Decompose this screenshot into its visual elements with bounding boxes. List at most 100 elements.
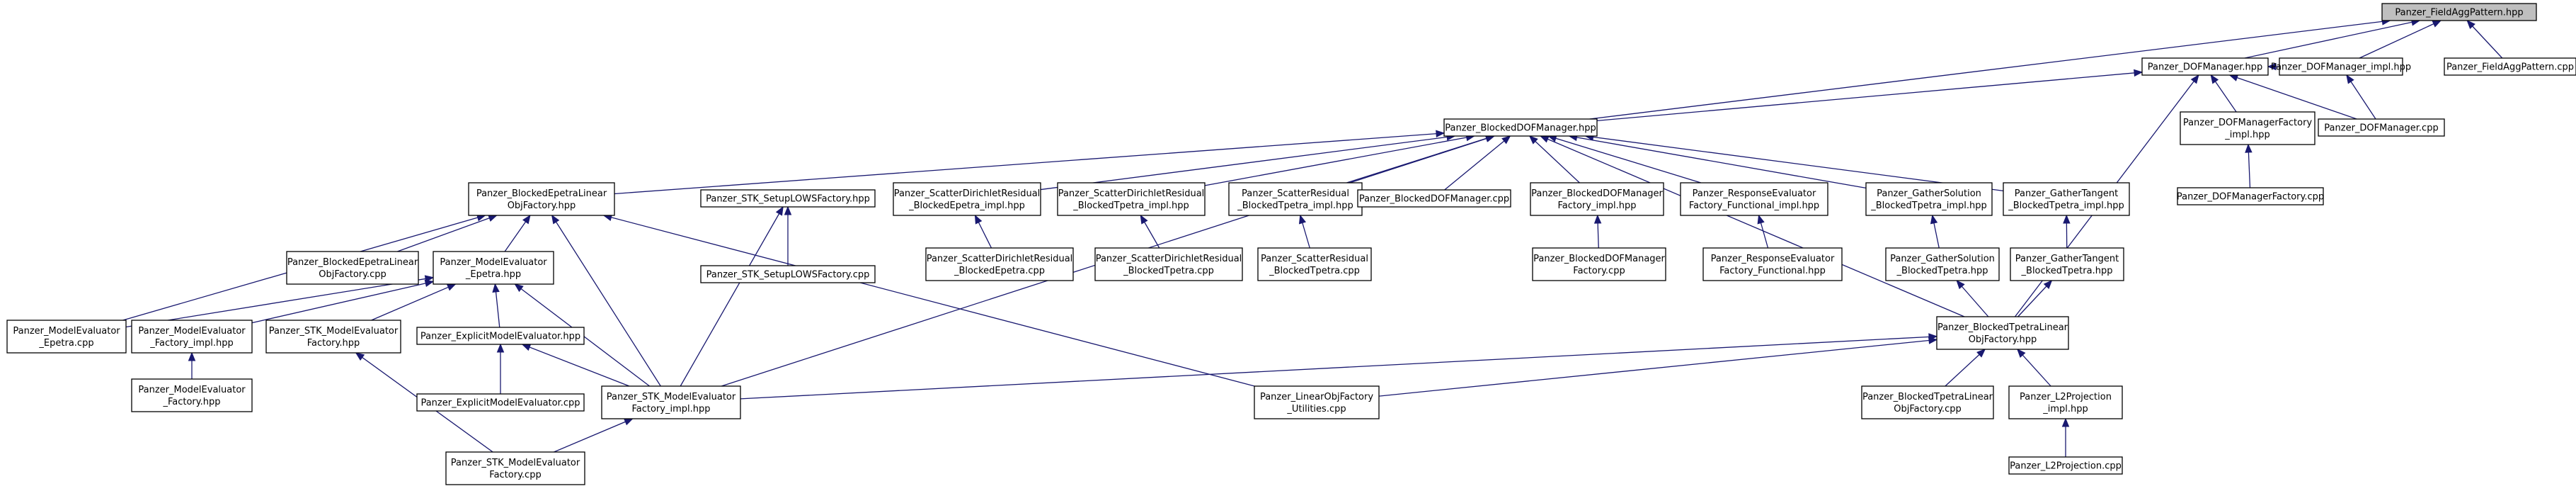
- arrowhead-icon: [2190, 74, 2199, 84]
- node-me-factory-impl[interactable]: Panzer_ModelEvaluator_Factory_impl.hpp: [131, 320, 253, 354]
- node-label: Panzer_ScatterDirichletResidual: [927, 254, 1073, 264]
- node-l2p-impl[interactable]: Panzer_L2Projection_impl.hpp: [2008, 385, 2123, 419]
- node-label: Panzer_ScatterResidual: [1261, 254, 1368, 264]
- node-box: [2008, 385, 2123, 419]
- node-gt-bt-hpp[interactable]: Panzer_GatherTangent_BlockedTpetra.hpp: [2010, 247, 2124, 281]
- dependency-edge-lof_util_cpp-to-bel_hpp: [603, 215, 1255, 387]
- node-label: Panzer_STK_ModelEvaluator: [269, 326, 399, 337]
- node-me-epetra-hpp[interactable]: Panzer_ModelEvaluator_Epetra.hpp: [433, 251, 554, 285]
- arrowhead-icon: [2267, 62, 2277, 71]
- dependency-edge-dofm_cpp-to-dofm_hpp: [2229, 74, 2357, 120]
- node-eme-hpp[interactable]: Panzer_ExplicitModelEvaluator.hpp: [416, 327, 585, 345]
- node-dofmf-impl[interactable]: Panzer_DOFManagerFactory_impl.hpp: [2180, 111, 2315, 145]
- node-box: [2279, 57, 2403, 76]
- node-label: Panzer_DOFManager.cpp: [2324, 123, 2438, 134]
- dependency-edge-bel_hpp-to-bdofm_hpp: [614, 132, 1445, 195]
- node-sdr-be-cpp[interactable]: Panzer_ScatterDirichletResidual_BlockedE…: [925, 247, 1074, 281]
- node-box: [1702, 247, 1843, 281]
- node-l2p-cpp[interactable]: Panzer_L2Projection.cpp: [2008, 456, 2123, 475]
- node-box: [265, 320, 401, 354]
- node-bdofm-cpp[interactable]: Panzer_BlockedDOFManager.cpp: [1357, 189, 1511, 208]
- arrowhead-icon: [521, 344, 532, 351]
- node-label: Panzer_GatherSolution: [1877, 188, 1981, 199]
- node-dofm-cpp[interactable]: Panzer_DOFManager.cpp: [2318, 118, 2445, 137]
- node-label: Panzer_ModelEvaluator: [13, 326, 120, 337]
- arrowhead-icon: [551, 214, 560, 225]
- node-root[interactable]: Panzer_FieldAggPattern.hpp: [2381, 3, 2537, 21]
- node-box: [601, 385, 741, 419]
- node-label: Factory.cpp: [489, 470, 541, 480]
- node-eme-cpp[interactable]: Panzer_ExplicitModelEvaluator.cpp: [416, 393, 585, 412]
- node-sr-bt-impl[interactable]: Panzer_ScatterResidual_BlockedTpetra_imp…: [1228, 182, 1363, 216]
- node-stk-mef-impl[interactable]: Panzer_STK_ModelEvaluatorFactory_impl.hp…: [601, 385, 741, 419]
- node-box: [1094, 247, 1243, 281]
- node-label: _BlockedTpetra_impl.hpp: [1870, 201, 1987, 211]
- node-label: _BlockedTpetra.hpp: [1896, 266, 1988, 276]
- node-stk-lows-cpp[interactable]: Panzer_STK_SetupLOWSFactory.cpp: [700, 265, 876, 283]
- node-dofmf-cpp[interactable]: Panzer_DOFManagerFactory.cpp: [2177, 187, 2324, 205]
- arrowhead-icon: [974, 214, 983, 225]
- node-label: Panzer_GatherTangent: [2015, 254, 2119, 264]
- node-ref-impl[interactable]: Panzer_ResponseEvaluatorFactory_Function…: [1680, 182, 1828, 216]
- dependency-edge-dofm_hpp-to-root: [2244, 20, 2420, 59]
- node-gt-bt-impl[interactable]: Panzer_GatherTangent_BlockedTpetra_impl.…: [2003, 182, 2130, 216]
- node-me-factory-hpp[interactable]: Panzer_ModelEvaluator_Factory.hpp: [131, 378, 253, 412]
- arrowhead-icon: [2210, 74, 2219, 84]
- dependency-edge-stk_mef_impl-to-bel_hpp: [551, 215, 661, 387]
- node-label: _Utilities.cpp: [1286, 404, 1346, 414]
- node-gs-bt-hpp[interactable]: Panzer_GatherSolution_BlockedTpetra.hpp: [1885, 247, 2000, 281]
- node-dofm-impl[interactable]: Panzer_DOFManager_impl.hpp: [2271, 57, 2411, 76]
- arrowhead-icon: [2043, 280, 2053, 289]
- node-box: [2180, 111, 2315, 145]
- node-sr-bt-cpp[interactable]: Panzer_ScatterResidual_BlockedTpetra.cpp: [1257, 247, 1372, 281]
- arrowhead-icon: [1930, 214, 1938, 225]
- node-ref-hpp[interactable]: Panzer_ResponseEvaluatorFactory_Function…: [1702, 247, 1843, 281]
- node-me-epetra-cpp[interactable]: Panzer_ModelEvaluator_Epetra.cpp: [6, 320, 127, 354]
- dependency-edge-btl_hpp-to-gt_bt_hpp: [2017, 280, 2052, 317]
- arrowhead-icon: [1928, 337, 1938, 344]
- node-sdr-bt-impl[interactable]: Panzer_ScatterDirichletResidual_BlockedT…: [1057, 182, 1206, 216]
- node-label: Factory.hpp: [307, 338, 360, 349]
- arrowhead-icon: [492, 283, 500, 293]
- node-bdofm-hpp[interactable]: Panzer_BlockedDOFManager.hpp: [1443, 118, 1598, 137]
- node-label: Panzer_ScatterDirichletResidual: [1058, 188, 1205, 199]
- node-label: Panzer_ScatterResidual: [1242, 188, 1349, 199]
- node-label: Panzer_BlockedEpetraLinear: [287, 257, 418, 268]
- node-box: [1254, 385, 1380, 419]
- node-sdr-be-impl[interactable]: Panzer_ScatterDirichletResidual_BlockedE…: [893, 182, 1041, 216]
- dependency-edge-lof_util_cpp-to-btl_hpp: [1378, 339, 1937, 397]
- node-sdr-bt-cpp[interactable]: Panzer_ScatterDirichletResidual_BlockedT…: [1094, 247, 1243, 281]
- node-label: _impl.hpp: [2042, 404, 2088, 414]
- node-label: Panzer_BlockedDOFManager.cpp: [1359, 194, 1509, 205]
- arrowhead-icon: [2432, 20, 2442, 28]
- node-box: [468, 182, 615, 216]
- node-gs-bt-impl[interactable]: Panzer_GatherSolution _BlockedTpetra_impl…: [1865, 182, 1993, 216]
- node-box: [131, 378, 253, 412]
- node-dofm-hpp[interactable]: Panzer_DOFManager.hpp: [2141, 57, 2269, 76]
- arrowhead-icon: [1539, 135, 1550, 143]
- node-lof-util-cpp[interactable]: Panzer_LinearObjFactory _Utilities.cpp: [1254, 385, 1380, 419]
- node-label: Panzer_ExplicitModelEvaluator.hpp: [420, 332, 580, 342]
- node-label: Panzer_DOFManager_impl.hpp: [2271, 62, 2411, 73]
- dependency-edge-me_epetra_cpp-to-me_epetra_hpp: [125, 277, 434, 328]
- node-label: _BlockedTpetra_impl.hpp: [2008, 201, 2124, 211]
- node-box: [1257, 247, 1372, 281]
- node-fap-cpp[interactable]: Panzer_FieldAggPattern.cpp: [2444, 57, 2576, 76]
- node-label: Panzer_ModelEvaluator: [138, 326, 246, 337]
- node-label: Panzer_LinearObjFactory: [1260, 392, 1373, 402]
- node-stk-lows-hpp[interactable]: Panzer_STK_SetupLOWSFactory.hpp: [700, 189, 876, 208]
- arrowhead-icon: [522, 214, 531, 225]
- node-box: [2141, 57, 2269, 76]
- dependency-edge-bel_cpp-to-bel_hpp: [397, 215, 497, 252]
- dependency-edge-gt_bt_impl-to-bdofm_hpp: [1585, 135, 2004, 191]
- arrowhead-icon: [496, 343, 505, 353]
- node-label: Panzer_BlockedDOFManager: [1533, 254, 1665, 264]
